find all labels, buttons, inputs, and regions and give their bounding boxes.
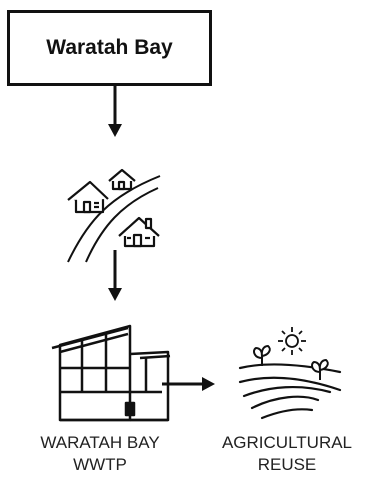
- plant-sprout-icon: [311, 358, 329, 380]
- arrow-down-icon: [108, 86, 122, 137]
- plant-sprout-icon: [253, 344, 271, 366]
- reuse-caption-line2: REUSE: [257, 455, 317, 474]
- house-icon: [118, 216, 160, 248]
- arrow-right-icon: [162, 377, 215, 391]
- sun-icon: [278, 327, 306, 355]
- waratah-bay-label: Waratah Bay: [46, 36, 173, 59]
- wwtp-caption-line2: WWTP: [73, 455, 127, 474]
- waratah-bay-box: Waratah Bay: [7, 10, 212, 86]
- house-icon: [67, 180, 109, 214]
- reuse-caption-line1: AGRICULTURAL: [221, 433, 353, 452]
- reuse-caption: AGRICULTURAL REUSE: [212, 432, 362, 476]
- farm-field-icon: [238, 363, 342, 420]
- wwtp-caption: WARATAH BAY WWTP: [30, 432, 170, 476]
- house-icon: [108, 168, 136, 191]
- arrow-down-icon: [108, 250, 122, 301]
- treatment-plant-icon: [51, 324, 171, 422]
- wwtp-caption-line1: WARATAH BAY: [40, 433, 160, 452]
